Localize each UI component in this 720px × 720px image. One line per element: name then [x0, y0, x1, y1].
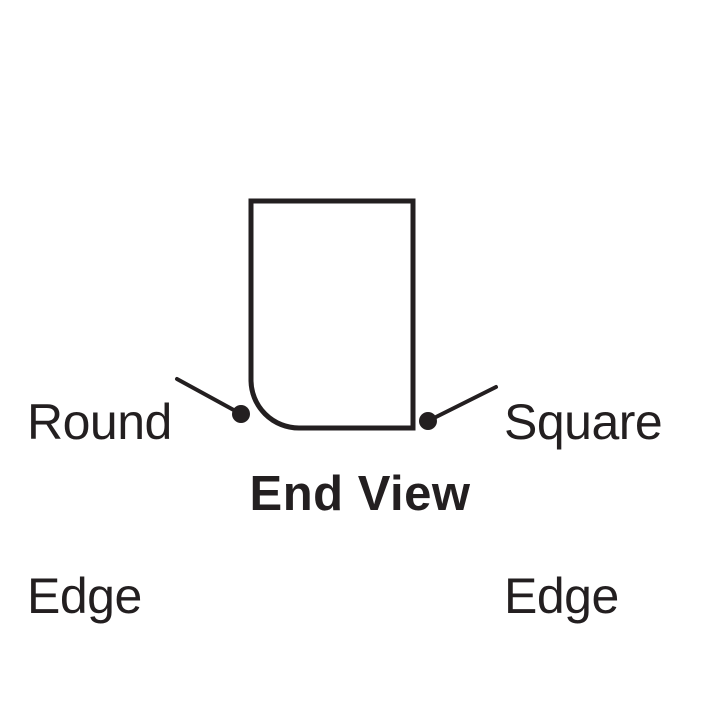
callout-label-square-edge-line2: Edge [504, 568, 619, 624]
callout-label-round-edge: Round Edge [27, 277, 172, 720]
callout-label-square-edge: Square Edge [504, 277, 663, 720]
bar-cross-section-outline [248, 198, 416, 431]
callout-label-square-edge-line1: Square [504, 394, 663, 450]
callout-label-round-edge-line2: Edge [27, 568, 142, 624]
right-leader-line [426, 385, 498, 423]
left-leader-line [175, 377, 243, 416]
diagram-caption: End View [249, 467, 471, 521]
right-leader-dot [419, 412, 437, 430]
left-leader-dot [232, 405, 250, 423]
callout-label-round-edge-line1: Round [27, 394, 172, 450]
